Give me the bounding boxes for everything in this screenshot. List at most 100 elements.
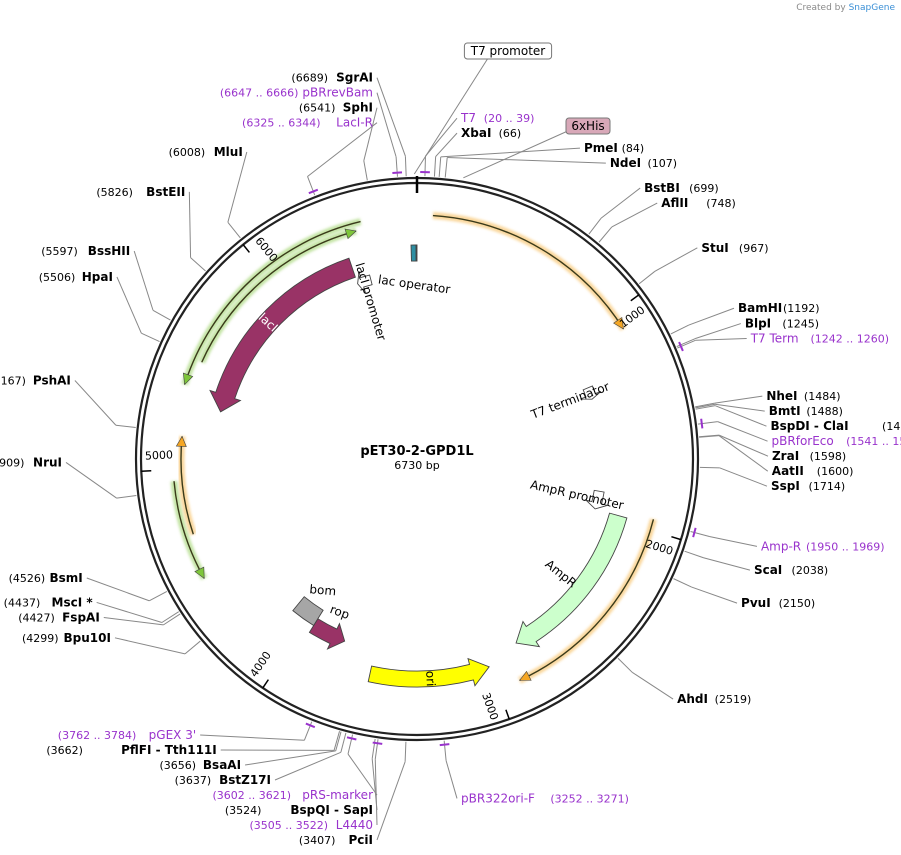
bpu10i-name: Bpu10I xyxy=(64,631,111,645)
bmti-leader xyxy=(695,403,716,409)
nrui-leader xyxy=(65,462,117,499)
sphi-site: SphI(6541) xyxy=(299,101,373,115)
nhei-leader xyxy=(695,402,715,408)
t7-terminator-feature xyxy=(580,385,602,400)
l4440-position: (3505 .. 3522) xyxy=(249,819,328,832)
ahdi-leader xyxy=(617,657,633,673)
scai-position: (2038) xyxy=(792,564,829,577)
bspdi-clai-site: BspDI - ClaI (1493) xyxy=(770,419,901,433)
bsaai-leader xyxy=(244,750,336,766)
feature-arc-arrowhead xyxy=(175,435,187,447)
hpai-site: HpaI(5506) xyxy=(39,270,113,284)
bsteii-leader xyxy=(188,191,192,258)
mlui-name: MluI xyxy=(214,145,243,159)
bspdi-clai-name: BspDI - ClaI xyxy=(770,419,848,433)
bpu10i-site: Bpu10I(4299) xyxy=(22,631,111,645)
t7-site: T7(20 .. 39) xyxy=(460,111,534,125)
bspdi-clai-position: (1493) xyxy=(882,420,901,433)
bspqi-sapi-name: BspQI - SapI xyxy=(290,803,373,817)
feature-arc-arrowhead xyxy=(194,566,205,579)
aflii-name: AflII xyxy=(661,196,688,210)
amp-r-site: Amp-R(1950 .. 1969) xyxy=(761,539,885,553)
sspi-leader xyxy=(719,467,768,487)
xbai-site: XbaI(66) xyxy=(461,126,521,140)
aflii-leader xyxy=(598,226,613,243)
pbr322ori-f-site: pBR322ori-F(3252 .. 3271) xyxy=(461,791,629,805)
fspai-leader xyxy=(103,616,164,626)
pgex-3-primer-mark xyxy=(305,722,316,729)
bsaai-position: (3656) xyxy=(159,759,196,772)
pcii-position: (3407) xyxy=(299,834,336,847)
bsaai-leader xyxy=(335,731,342,752)
pbr322ori-f-leader xyxy=(445,760,458,799)
amp-r-primer-mark xyxy=(692,527,697,538)
unnamed-feature xyxy=(415,244,418,262)
bsaai-site: BsaAI (3656) xyxy=(159,758,241,772)
bpu10i-leader xyxy=(184,640,201,655)
mlui-position: (6008) xyxy=(169,146,206,159)
sgrai-leader xyxy=(376,77,406,157)
aflii-position: (748) xyxy=(706,197,736,210)
fspai-name: FspAI xyxy=(62,610,100,624)
t7-term-name: T7 Term xyxy=(750,332,799,346)
scale-tick xyxy=(505,709,510,720)
bsaai-name: BsaAI xyxy=(203,758,241,772)
ahdi-site: AhdI(2519) xyxy=(677,692,751,706)
fspai-position: (4427) xyxy=(18,611,55,624)
laci-r-primer-mark xyxy=(308,188,319,195)
bspdi-clai-leader xyxy=(715,405,767,427)
pshai-leader xyxy=(115,424,136,428)
msci-leader xyxy=(96,601,163,623)
laci-r-name: LacI-R xyxy=(336,116,373,130)
t7-promoter-box-label: T7 promoter xyxy=(470,44,546,58)
pvui-site: PvuI(2150) xyxy=(741,596,815,610)
blpi-name: BlpI xyxy=(745,317,771,331)
stui-position: (967) xyxy=(739,242,769,255)
bamhi-leader xyxy=(688,307,735,326)
nhei-site: NheI(1484) xyxy=(766,389,840,403)
bsteii-name: BstEII xyxy=(146,185,185,199)
bpu10i-leader xyxy=(114,637,186,655)
mlui-leader xyxy=(227,221,241,239)
t7-term-primer-mark xyxy=(678,341,684,352)
scai-name: ScaI xyxy=(754,563,782,577)
xbai-position: (66) xyxy=(499,127,522,140)
pmei-leader xyxy=(438,156,442,177)
amp-r-leader xyxy=(709,536,758,547)
sspi-site: SspI(1714) xyxy=(771,479,845,493)
zrai-leader xyxy=(699,434,720,438)
pshai-position: (5167) xyxy=(0,374,26,387)
bstbi-name: BstBI xyxy=(644,181,680,195)
snapgene-brand: SnapGene xyxy=(848,3,895,13)
hpai-position: (5506) xyxy=(39,271,76,284)
pbrforeco-site: pBRforEco(1541 .. 1559) xyxy=(772,434,901,448)
scale-tick xyxy=(671,535,682,541)
blpi-position: (1245) xyxy=(782,318,819,331)
bom-feature xyxy=(292,596,324,627)
aatii-leader xyxy=(718,435,769,472)
t7-term-leader xyxy=(695,338,747,341)
ahdi-position: (2519) xyxy=(715,693,752,706)
xbai-leader xyxy=(435,132,458,157)
sgrai-leader xyxy=(404,156,407,177)
6xhis-box-label: 6xHis xyxy=(571,119,604,133)
bsmi-name: BsmI xyxy=(50,571,83,585)
bsmi-leader xyxy=(86,577,150,602)
nhei-position: (1484) xyxy=(804,390,841,403)
pbrforeco-primer-mark xyxy=(700,418,704,429)
bstz17i-position: (3637) xyxy=(175,774,212,787)
feature-arc-arrowhead xyxy=(519,670,532,681)
pvui-position: (2150) xyxy=(779,597,816,610)
l4440-primer-mark xyxy=(372,741,383,745)
pflfi-tth111i-site: PflFI - Tth111I(3662) xyxy=(46,743,216,757)
bsmi-site: BsmI(4526) xyxy=(9,571,83,585)
bom-feature-label: bom xyxy=(309,582,337,598)
scale-tick-label: 3000 xyxy=(479,691,501,722)
feature-arc-glow xyxy=(198,227,357,364)
pbrrevbam-position: (6647 .. 6666) xyxy=(220,87,299,100)
t7-terminator-feature-label: T7 terminator xyxy=(528,379,611,422)
ndei-position: (107) xyxy=(647,157,677,170)
t7-name: T7 xyxy=(460,111,476,125)
pbrrevbam-leader xyxy=(376,92,397,157)
ampr-promoter-feature xyxy=(584,489,610,510)
